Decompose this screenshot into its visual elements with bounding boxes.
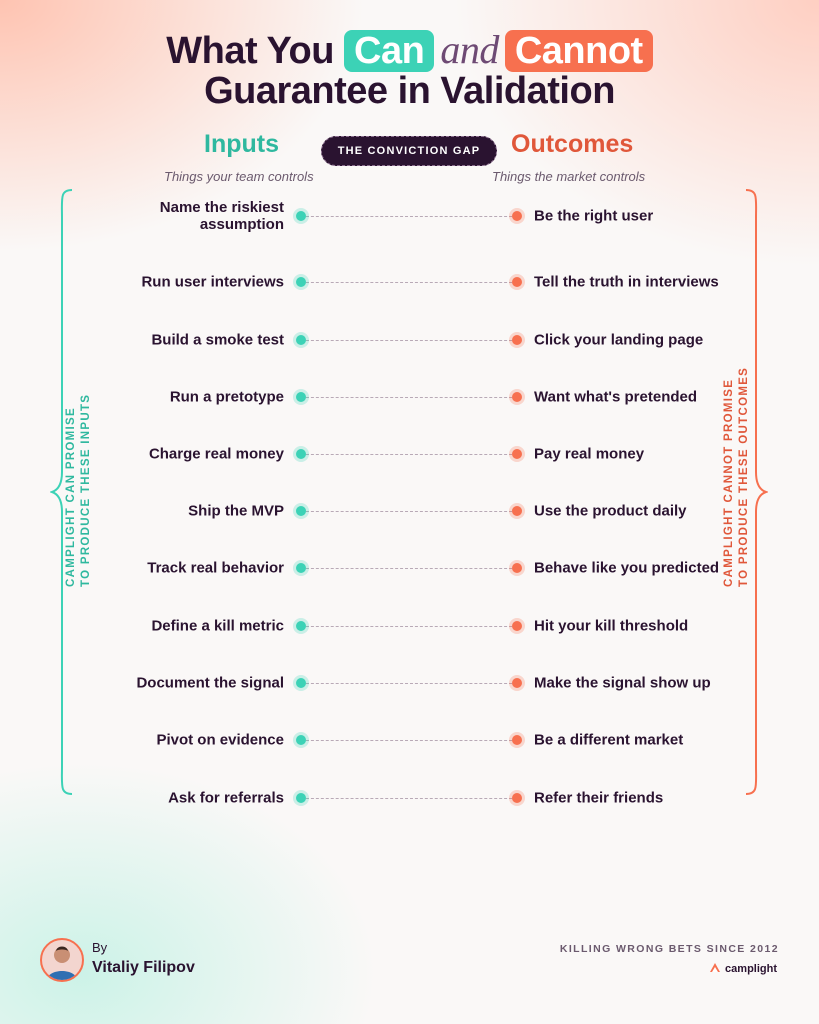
- input-label: Ask for referrals: [168, 789, 284, 807]
- input-dot: [296, 392, 306, 402]
- outcome-label: Pay real money: [534, 445, 645, 463]
- outcome-label: Be a different market: [534, 731, 684, 749]
- title-prefix: What You: [166, 30, 334, 72]
- outcome-label: Make the signal show up: [534, 674, 711, 692]
- brand-name: camplight: [725, 963, 777, 975]
- brand-logo: camplight: [710, 963, 777, 975]
- input-label: Pivot on evidence: [156, 731, 284, 749]
- input-label: Charge real money: [148, 445, 284, 463]
- outcome-label: Hit your kill threshold: [534, 617, 689, 635]
- left-side-note: CAMPLIGHT CAN PROMISE TO PRODUCE THESE I…: [64, 393, 94, 587]
- conviction-gap-badge: THE CONVICTION GAP: [321, 136, 497, 166]
- left-brace: [50, 189, 73, 795]
- left-side-note-line-2: TO PRODUCE THESE INPUTS: [80, 393, 92, 587]
- outcomes-subtitle: Things the market controls: [492, 169, 646, 184]
- inputs-subtitle: Things your team controls: [164, 169, 314, 184]
- outcome-dot: [512, 277, 522, 287]
- outcome-dot: [512, 449, 522, 459]
- input-label: Document the signal: [136, 674, 284, 692]
- outcome-dot: [512, 392, 522, 402]
- person-icon: [47, 946, 77, 980]
- connector-line: [301, 568, 517, 569]
- outcome-dot: [512, 621, 522, 631]
- input-label: Run a pretotype: [169, 388, 284, 406]
- connector-line: [301, 282, 517, 283]
- connector-line: [301, 683, 517, 684]
- outcome-label: Use the product daily: [534, 502, 687, 520]
- camplight-logo-icon: [710, 963, 721, 972]
- input-label: Run user interviews: [141, 273, 284, 291]
- outcome-dot: [512, 335, 522, 345]
- outcome-label: Be the right user: [534, 207, 654, 225]
- input-label: Define a kill metric: [151, 617, 284, 635]
- connector-line: [301, 216, 517, 217]
- author-avatar: [40, 938, 84, 982]
- input-dot: [296, 621, 306, 631]
- by-label: By: [92, 940, 108, 955]
- input-dot: [296, 335, 306, 345]
- connector-line: [301, 740, 517, 741]
- connector-line: [301, 454, 517, 455]
- connector-line: [301, 340, 517, 341]
- cannot-highlight: Cannot: [504, 30, 653, 72]
- outcome-label: Click your landing page: [534, 331, 704, 349]
- input-dot: [296, 449, 306, 459]
- input-label: Ship the MVP: [188, 502, 284, 520]
- input-label: Track real behavior: [147, 559, 284, 577]
- input-dot: [296, 563, 306, 573]
- outcome-label: Behave like you predicted: [534, 559, 720, 577]
- outcome-dot: [512, 793, 522, 803]
- outcome-label: Want what's pretended: [534, 388, 698, 406]
- input-label: Name the riskiest assumption: [159, 199, 284, 233]
- input-dot: [296, 211, 306, 221]
- connector-line: [301, 511, 517, 512]
- connector-line: [301, 626, 517, 627]
- author-name: Vitaliy Filipov: [92, 959, 195, 976]
- left-side-note-line-1: CAMPLIGHT CAN PROMISE: [65, 407, 77, 587]
- outcome-dot: [512, 678, 522, 688]
- title-and: and: [440, 27, 499, 72]
- connector-line: [301, 397, 517, 398]
- can-highlight: Can: [344, 30, 435, 72]
- input-dot: [296, 735, 306, 745]
- inputs-heading: Inputs: [204, 130, 279, 158]
- tagline: KILLING WRONG BETS SINCE 2012: [559, 943, 779, 955]
- outcomes-heading: Outcomes: [511, 130, 634, 158]
- outcome-dot: [512, 506, 522, 516]
- outcome-dot: [512, 211, 522, 221]
- right-brace: [745, 189, 768, 795]
- input-label: Build a smoke test: [151, 331, 284, 349]
- input-dot: [296, 793, 306, 803]
- outcome-label: Refer their friends: [534, 789, 664, 807]
- right-side-note: CAMPLIGHT CANNOT PROMISE TO PRODUCE THES…: [722, 366, 752, 587]
- input-dot: [296, 678, 306, 688]
- connector-line: [301, 798, 517, 799]
- right-side-note-line-1: CAMPLIGHT CANNOT PROMISE: [723, 378, 735, 587]
- title-line-2: Guarantee in Validation: [204, 70, 615, 112]
- outcome-dot: [512, 735, 522, 745]
- outcome-label: Tell the truth in interviews: [534, 273, 719, 291]
- right-side-note-line-2: TO PRODUCE THESE OUTCOMES: [738, 366, 750, 587]
- input-dot: [296, 277, 306, 287]
- outcome-dot: [512, 563, 522, 573]
- input-dot: [296, 506, 306, 516]
